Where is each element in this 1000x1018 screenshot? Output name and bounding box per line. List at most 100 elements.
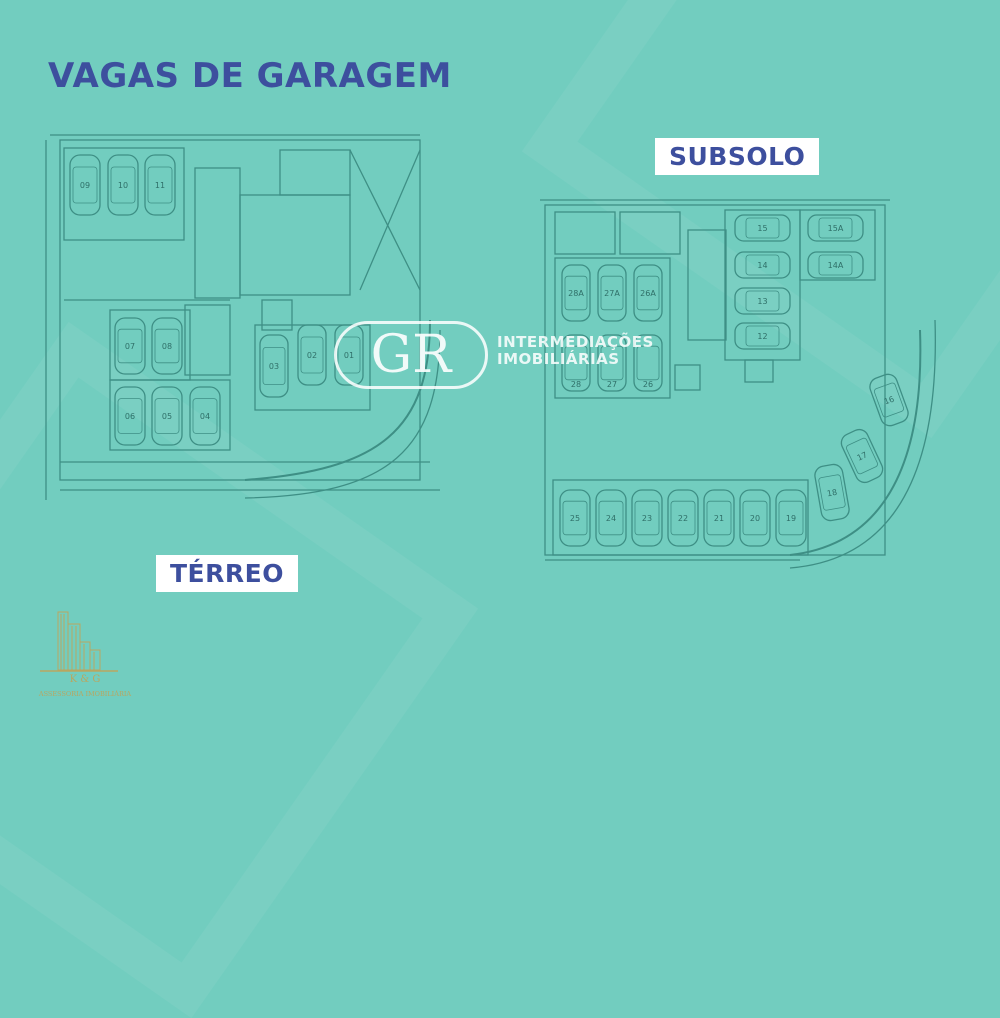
- car-cabin: [192, 398, 218, 434]
- car-cabin: [117, 398, 143, 434]
- spot-number: 22: [678, 514, 688, 523]
- spot-number: 11: [155, 181, 165, 190]
- spot-number: 21: [714, 514, 724, 523]
- car-icon: [297, 324, 327, 386]
- spot-number: 26A: [640, 289, 656, 298]
- spot-number: 17: [856, 450, 869, 462]
- parking-spot-terreo: 08: [151, 317, 183, 375]
- parking-spot-terreo: 03: [259, 334, 289, 398]
- car-cabin: [670, 500, 696, 536]
- parking-spot-subsolo: 13: [734, 287, 791, 315]
- car-icon: [259, 334, 289, 398]
- spot-number: 07: [125, 342, 135, 351]
- parking-spot-terreo: 05: [151, 386, 183, 446]
- parking-spot-subsolo: 21: [703, 489, 735, 547]
- spot-number: 14A: [828, 261, 844, 270]
- car-icon: [561, 334, 591, 392]
- spot-number: 15: [757, 224, 767, 233]
- car-cabin: [818, 474, 846, 511]
- car-cabin: [562, 500, 588, 536]
- car-icon: [667, 489, 699, 547]
- parking-spot-subsolo: 19: [775, 489, 807, 547]
- car-icon: [631, 489, 663, 547]
- car-cabin: [745, 254, 780, 276]
- spot-number: 23: [642, 514, 652, 523]
- parking-spot-subsolo: 25: [559, 489, 591, 547]
- parking-spot-terreo: 07: [114, 317, 146, 375]
- car-icon: [869, 373, 909, 427]
- parking-spot-terreo: 09: [69, 154, 101, 216]
- car-cabin: [564, 275, 588, 311]
- car-icon: [559, 489, 591, 547]
- spot-number: 16: [883, 394, 896, 406]
- car-cabin: [72, 166, 98, 204]
- subsolo-label: SUBSOLO: [655, 138, 820, 175]
- car-icon: [597, 334, 627, 392]
- parking-spot-subsolo: 17: [840, 428, 884, 484]
- car-cabin: [564, 345, 588, 381]
- watermark-line2: IMOBILIÁRIAS: [497, 350, 620, 368]
- spot-number: 15A: [828, 224, 844, 233]
- parking-spot-terreo: 11: [144, 154, 176, 216]
- car-cabin: [745, 325, 780, 347]
- car-icon: [775, 489, 807, 547]
- parking-spot-terreo: 10: [107, 154, 139, 216]
- parking-spot-subsolo: 27A: [597, 264, 627, 322]
- car-icon: [734, 214, 791, 242]
- car-cabin: [262, 346, 286, 385]
- car-icon: [69, 154, 101, 216]
- car-cabin: [600, 345, 624, 381]
- parking-spot-subsolo: 12: [734, 322, 791, 350]
- spot-number: 18: [826, 488, 838, 499]
- car-cabin: [846, 437, 878, 475]
- spot-number: 05: [162, 412, 172, 421]
- parking-spot-subsolo: 15A: [807, 214, 864, 242]
- spot-number: 20: [750, 514, 760, 523]
- spot-number: 12: [757, 332, 767, 341]
- spot-number: 19: [786, 514, 796, 523]
- car-icon: [597, 264, 627, 322]
- parking-spot-subsolo: 28: [561, 334, 591, 392]
- spot-number: 14: [757, 261, 767, 270]
- spot-number: 24: [606, 514, 616, 523]
- car-icon: [807, 214, 864, 242]
- car-cabin: [745, 290, 780, 312]
- car-icon: [814, 463, 850, 522]
- gr-monogram: GR: [370, 325, 452, 385]
- parking-spot-subsolo: 26A: [633, 264, 663, 322]
- spot-number: 25: [570, 514, 580, 523]
- parking-spot-subsolo: 24: [595, 489, 627, 547]
- car-icon: [114, 386, 146, 446]
- car-cabin: [873, 382, 905, 418]
- car-cabin: [110, 166, 136, 204]
- car-icon: [151, 386, 183, 446]
- car-cabin: [300, 336, 324, 374]
- subsolo-floor-plan: [540, 199, 936, 569]
- spot-number: 03: [269, 362, 279, 371]
- spot-number: 26: [643, 380, 653, 389]
- spot-number: 04: [200, 412, 210, 421]
- car-icon: [739, 489, 771, 547]
- car-icon: [734, 287, 791, 315]
- spot-number: 27: [607, 380, 617, 389]
- car-cabin: [636, 275, 660, 311]
- car-icon: [840, 428, 884, 484]
- terreo-label: TÉRREO: [156, 555, 298, 592]
- watermark-text: INTERMEDIAÇÕES IMOBILIÁRIAS: [497, 334, 654, 368]
- parking-spot-subsolo: 14A: [807, 251, 864, 279]
- car-icon: [151, 317, 183, 375]
- car-icon: [144, 154, 176, 216]
- parking-spot-subsolo: 27: [597, 334, 627, 392]
- parking-spot-subsolo: 18: [814, 463, 850, 522]
- car-icon: [189, 386, 221, 446]
- car-cabin: [147, 166, 173, 204]
- car-cabin: [154, 398, 180, 434]
- spot-number: 28A: [568, 289, 584, 298]
- terreo-floor-plan: [45, 134, 441, 500]
- car-cabin: [818, 254, 853, 276]
- spot-number: 10: [118, 181, 128, 190]
- car-icon: [107, 154, 139, 216]
- car-icon: [633, 264, 663, 322]
- car-icon: [734, 251, 791, 279]
